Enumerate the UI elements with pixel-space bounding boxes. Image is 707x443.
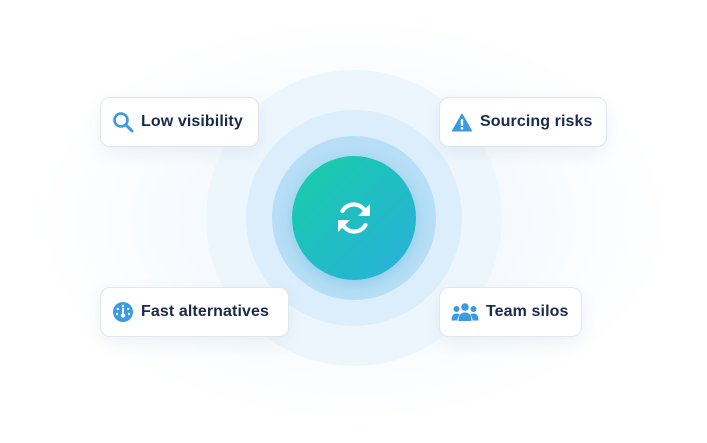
card-team-silos: Team silos [439, 287, 582, 337]
search-icon [111, 110, 135, 134]
refresh-cycle-icon [338, 202, 370, 234]
card-low-visibility: Low visibility [100, 97, 259, 147]
speedometer-icon [111, 300, 135, 324]
card-label: Team silos [486, 303, 569, 320]
card-label: Sourcing risks [480, 113, 593, 130]
card-label: Fast alternatives [141, 303, 269, 320]
warning-icon [450, 110, 474, 134]
team-icon [450, 300, 480, 324]
card-label: Low visibility [141, 113, 243, 130]
card-fast-alternatives: Fast alternatives [100, 287, 289, 337]
card-sourcing-risks: Sourcing risks [439, 97, 607, 147]
center-hub [292, 156, 416, 280]
